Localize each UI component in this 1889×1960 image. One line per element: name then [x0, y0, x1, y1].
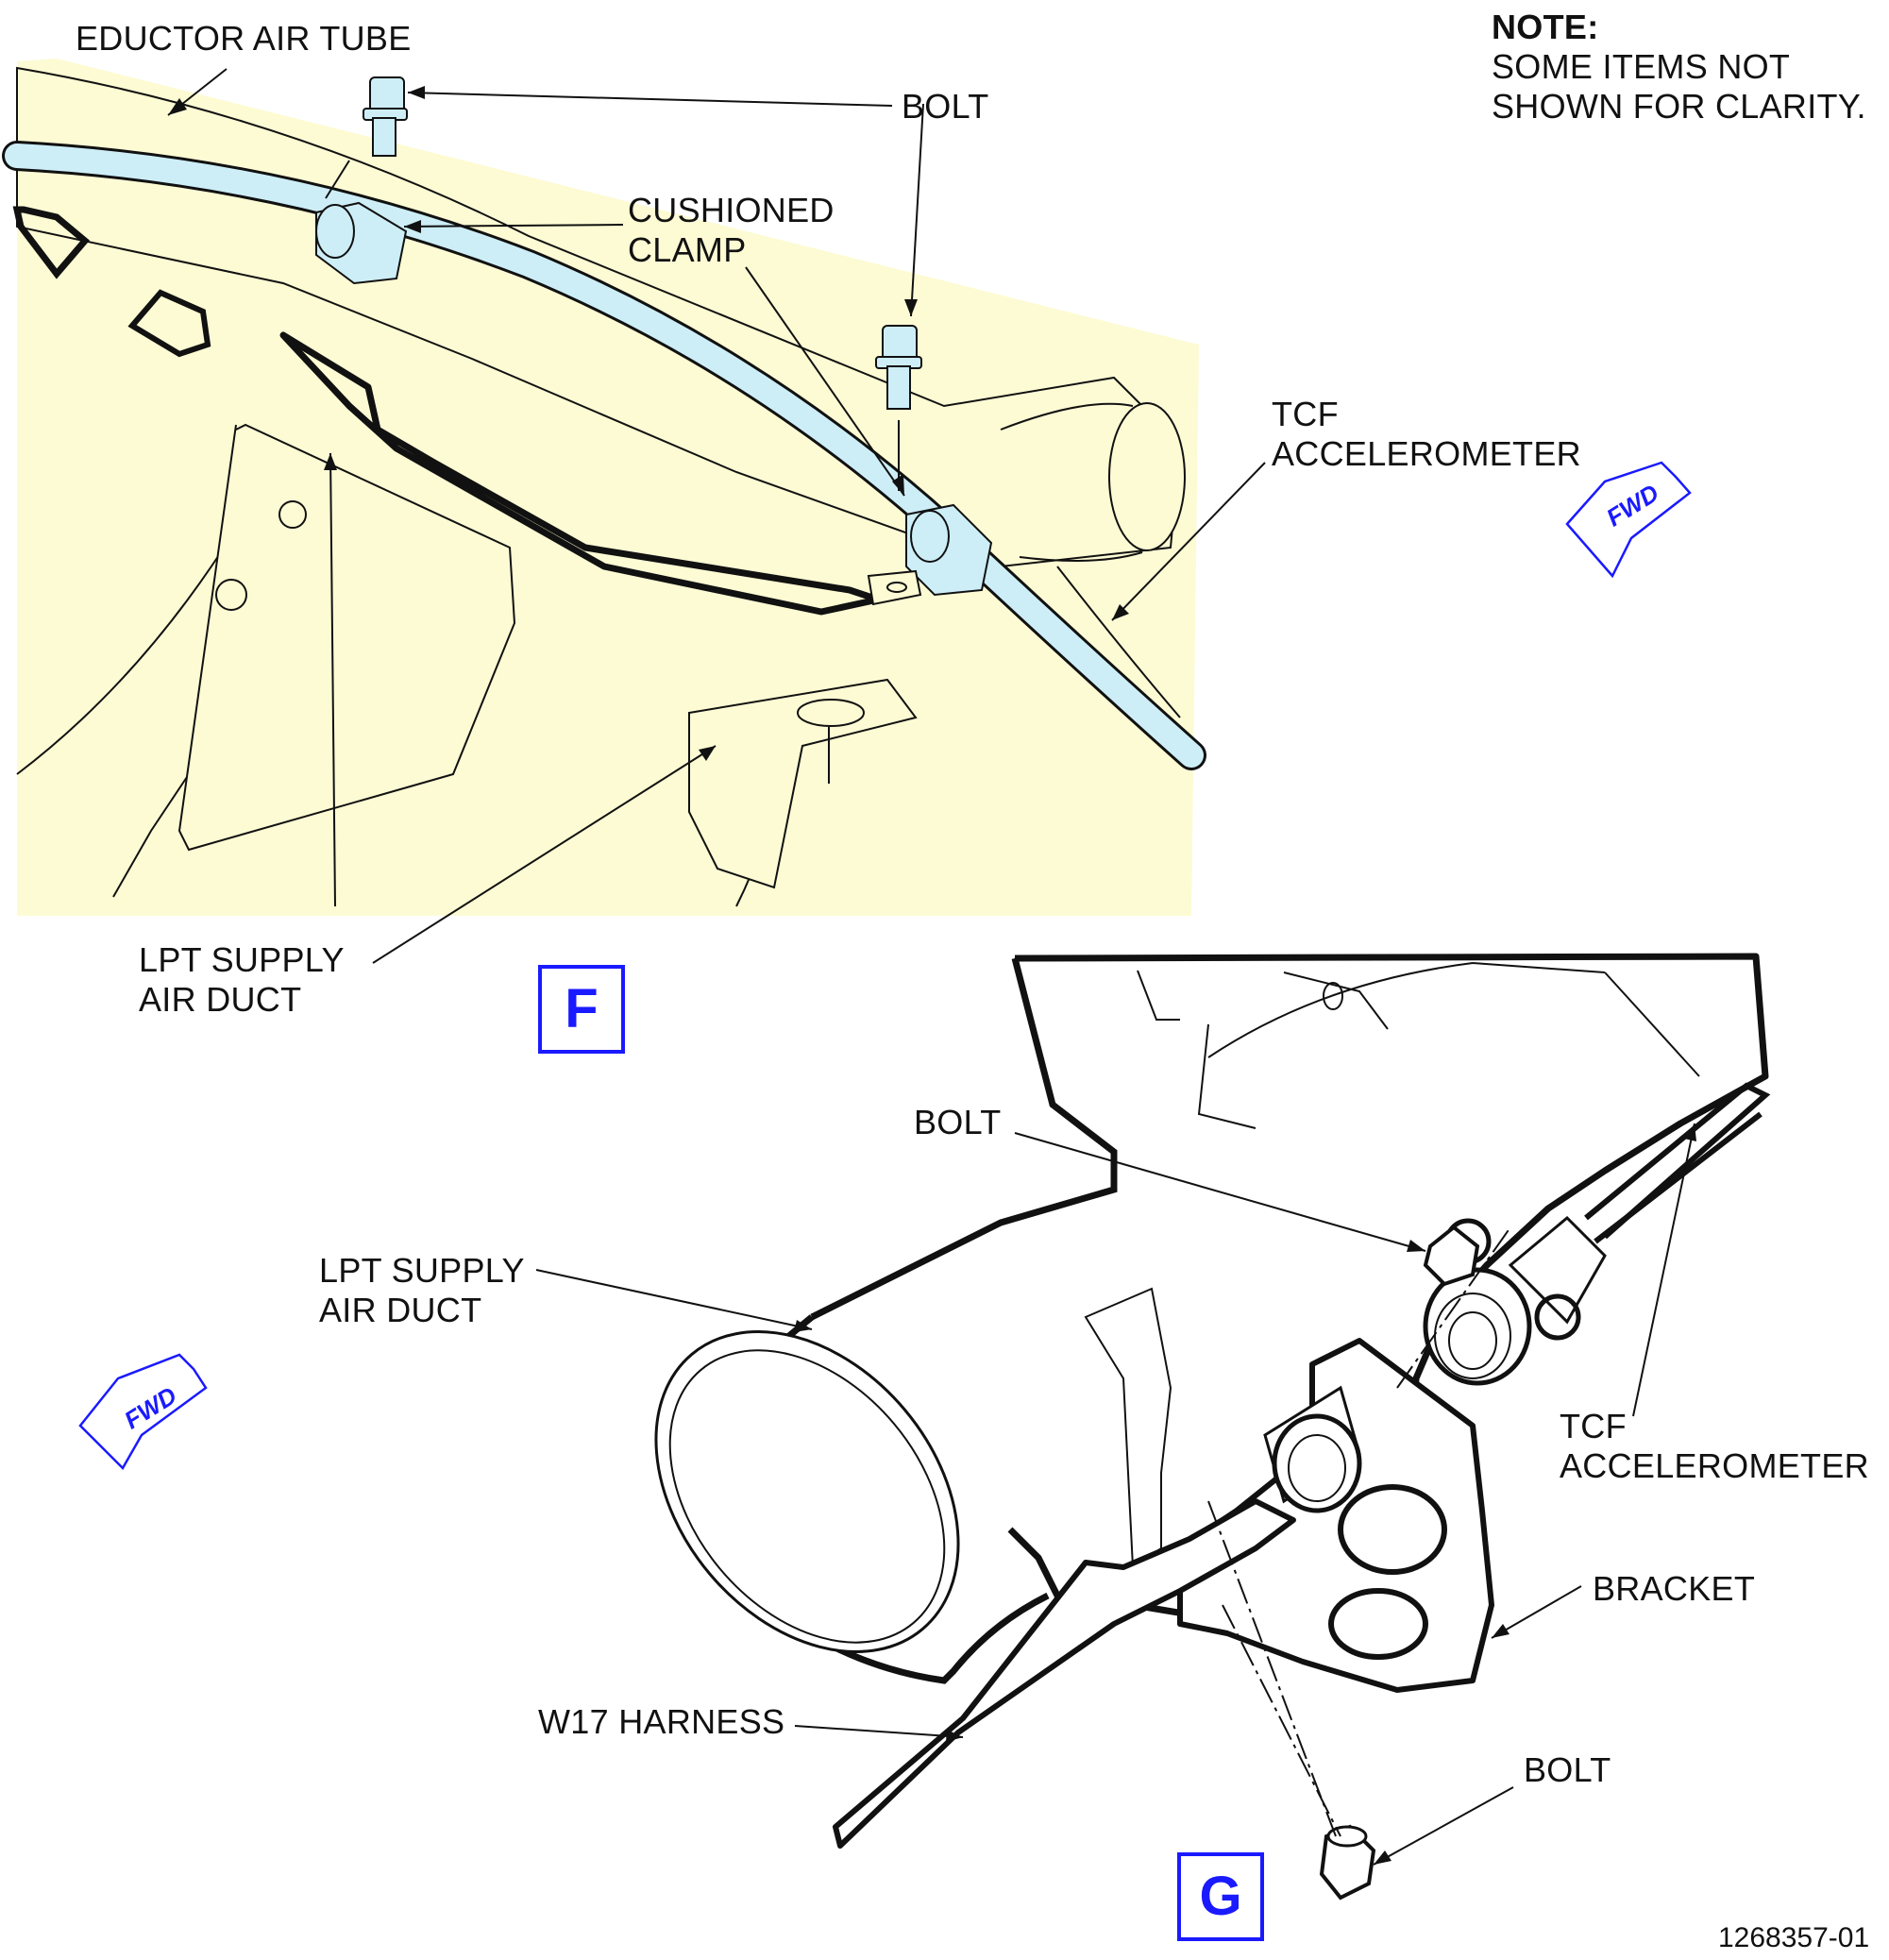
note-line-1: SOME ITEMS NOT [1492, 47, 1791, 86]
label-tcf-accelerometer-f-line1: TCF [1272, 395, 1339, 433]
upper-left-outline-1 [12, 206, 90, 279]
g-center-lines [1207, 1226, 1511, 1837]
label-tcf-accelerometer-f-line2: ACCELEROMETER [1272, 434, 1581, 473]
view-g-arrowheads [794, 1124, 1696, 1865]
label-lpt-duct-g-line2: AIR DUCT [319, 1291, 482, 1329]
label-bolt-g-upper: BOLT [914, 1103, 1002, 1141]
label-lpt-duct-f-line2: AIR DUCT [139, 980, 302, 1019]
note-title: NOTE: [1492, 8, 1599, 46]
label-cushioned-clamp-line1: CUSHIONED [628, 191, 835, 229]
view-f-arrowheads [168, 86, 1129, 761]
bolt-icon-f-mid [875, 325, 922, 491]
label-bolt-g-lower: BOLT [1524, 1750, 1611, 1789]
label-cushioned-clamp: CUSHIONED CLAMP [628, 191, 835, 270]
flange-panel [177, 423, 516, 852]
panel-hole-g-1 [1323, 982, 1343, 1010]
fwd-arrow-f [1565, 461, 1692, 579]
panel-hole-1 [278, 500, 307, 529]
panel-hole-2 [215, 579, 247, 611]
note-line-2: SHOWN FOR CLARITY. [1492, 87, 1866, 126]
lpt-duct-opening-inner [668, 1349, 946, 1644]
label-lpt-duct-g-line1: LPT SUPPLY [319, 1251, 525, 1290]
bolt-icon-g-lower [1319, 1824, 1376, 1901]
lpt-duct-bracket [688, 678, 918, 889]
tcf-accelerometer-body [1263, 1082, 1771, 1513]
label-tcf-accelerometer-g-line1: TCF [1560, 1407, 1627, 1445]
view-g-leaders [535, 1123, 1695, 1866]
figure-number: 1268357-01 [1718, 1922, 1870, 1953]
upper-left-outline-2 [127, 289, 211, 358]
label-lpt-supply-air-duct-g: LPT SUPPLY AIR DUCT [319, 1251, 525, 1330]
view-g-inner-structure [1137, 962, 1700, 1129]
label-lpt-supply-air-duct-f: LPT SUPPLY AIR DUCT [139, 940, 345, 1020]
label-w17-harness: W17 HARNESS [538, 1702, 785, 1741]
label-tcf-accelerometer-g-line2: ACCELEROMETER [1560, 1446, 1869, 1485]
bolt-icon-f-upper [325, 76, 408, 199]
label-tcf-accelerometer-f: TCF ACCELEROMETER [1272, 395, 1581, 474]
label-eductor-air-tube: EDUCTOR AIR TUBE [76, 19, 412, 58]
fwd-arrow-g [78, 1353, 208, 1471]
label-bracket: BRACKET [1593, 1569, 1756, 1608]
view-letter-g: G [1177, 1852, 1264, 1941]
label-lpt-duct-f-line1: LPT SUPPLY [139, 940, 345, 979]
lpt-duct-thick-outline [279, 331, 882, 616]
cushioned-clamp-1 [315, 201, 408, 285]
label-bolt-f: BOLT [902, 87, 989, 126]
duct-flange-g [1084, 1287, 1172, 1569]
eductor-tube-end [1108, 402, 1186, 551]
bracket-hole-lower [1328, 1588, 1428, 1660]
view-f-illustration [2, 59, 1692, 964]
bolt-icon-g-upper [1423, 1225, 1480, 1287]
blue-air-tube-fill [5, 144, 1204, 768]
view-f-leaders [167, 68, 1266, 964]
eductor-tube-ring [1000, 402, 1143, 562]
view-letter-f: F [538, 965, 625, 1054]
label-cushioned-clamp-line2: CLAMP [628, 230, 747, 269]
view-g-illustration [78, 953, 1771, 1901]
label-tcf-accelerometer-g: TCF ACCELEROMETER [1560, 1407, 1869, 1486]
bracket-hole-upper [1338, 1484, 1447, 1575]
w17-harness [833, 1498, 1296, 1849]
lpt-duct-opening [654, 1330, 960, 1653]
note-block: NOTE: SOME ITEMS NOT SHOWN FOR CLARITY. [1492, 8, 1866, 127]
cushioned-clamp-2 [867, 503, 993, 606]
bracket-boss [797, 699, 865, 727]
view-g-panel-left-edge [810, 957, 1118, 1321]
